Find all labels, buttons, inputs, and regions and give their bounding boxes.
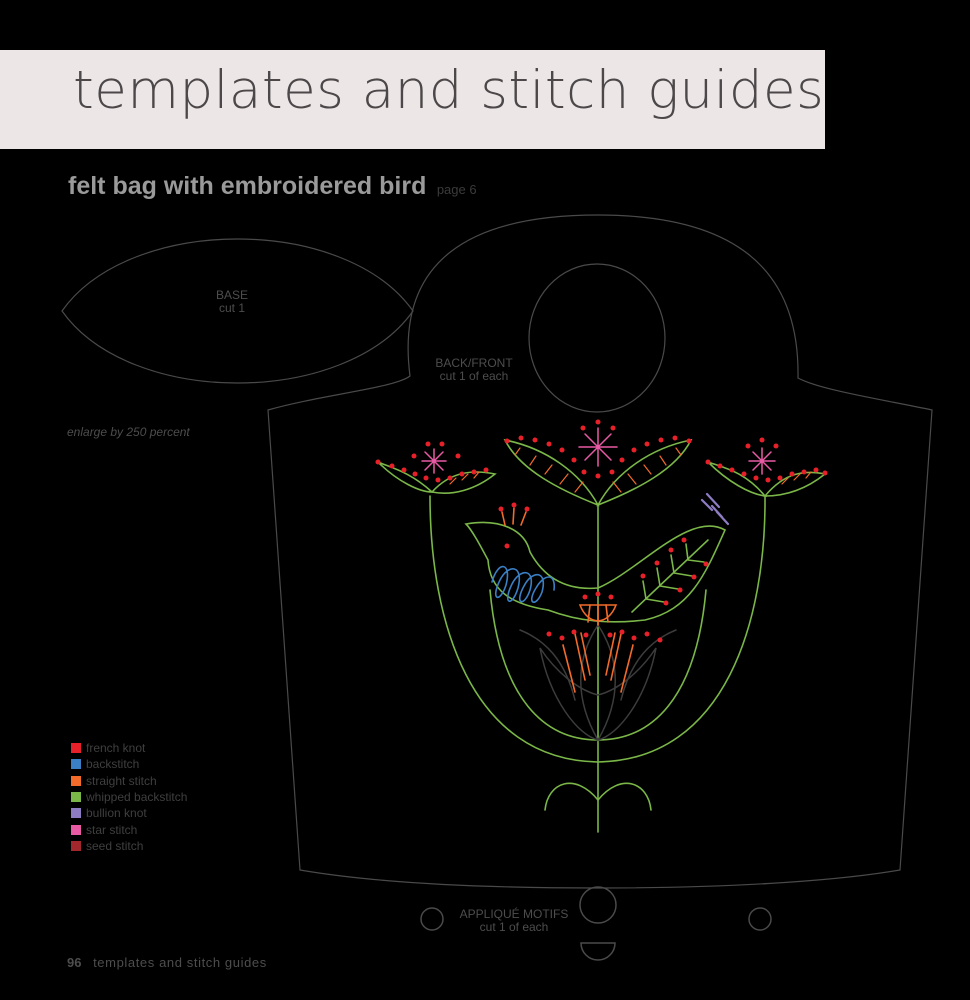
handle-cutout xyxy=(528,263,666,413)
base-title: BASE xyxy=(215,288,248,302)
base-label: BASE cut 1 xyxy=(192,289,272,315)
legend-label: backstitch xyxy=(86,757,140,772)
legend-swatch xyxy=(71,840,81,851)
enlarge-note: enlarge by 250 percent xyxy=(67,425,190,439)
legend-swatch xyxy=(71,759,81,770)
legend-swatch xyxy=(71,792,81,803)
applique-circle-left xyxy=(420,907,444,931)
footer-section: templates and stitch guides xyxy=(93,955,267,970)
legend-item: whipped backstitch xyxy=(71,789,187,805)
project-subtitle: felt bag with embroidered bird page 6 xyxy=(68,172,477,201)
legend-item: backstitch xyxy=(71,756,187,772)
legend-label: whipped backstitch xyxy=(86,790,188,805)
project-title: felt bag with embroidered bird xyxy=(68,172,427,200)
stem-leaf-left xyxy=(544,782,599,811)
page-number: 96 xyxy=(67,955,82,970)
back-front-template-outline xyxy=(267,214,933,889)
legend-item: bullion knot xyxy=(71,805,187,821)
applique-half-circle xyxy=(580,942,616,961)
page-title: templates and stitch guides xyxy=(73,60,825,121)
page-reference: page 6 xyxy=(436,182,477,197)
header-band xyxy=(0,50,825,149)
vase-outer xyxy=(429,495,766,763)
back-front-title: BACK/FRONT xyxy=(435,356,513,370)
legend-label: seed stitch xyxy=(86,838,144,853)
legend-item: seed stitch xyxy=(71,838,187,854)
legend-swatch xyxy=(71,775,81,786)
legend-label: bullion knot xyxy=(86,806,147,821)
applique-circle-right xyxy=(748,907,772,931)
applique-circle-center xyxy=(579,886,617,924)
stem-leaf-right xyxy=(597,782,652,811)
back-front-label: BACK/FRONT cut 1 of each xyxy=(414,357,534,383)
legend-label: star stitch xyxy=(86,822,138,837)
legend-label: french knot xyxy=(86,741,146,756)
back-front-cut-note: cut 1 of each xyxy=(439,369,509,383)
legend-item: french knot xyxy=(71,740,187,756)
applique-label: APPLIQUÉ MOTIFS cut 1 of each xyxy=(449,908,579,934)
page-footer: 96 templates and stitch guides xyxy=(67,955,267,970)
base-cut-note: cut 1 xyxy=(218,301,245,315)
legend-swatch xyxy=(71,743,81,754)
embroidery-design xyxy=(375,419,828,833)
legend-swatch xyxy=(71,808,81,819)
legend-swatch xyxy=(71,824,81,835)
legend-item: star stitch xyxy=(71,821,187,837)
applique-cut-note: cut 1 of each xyxy=(479,920,549,934)
legend-label: straight stitch xyxy=(86,773,157,788)
applique-title: APPLIQUÉ MOTIFS xyxy=(459,907,569,921)
legend-item: straight stitch xyxy=(71,773,187,789)
